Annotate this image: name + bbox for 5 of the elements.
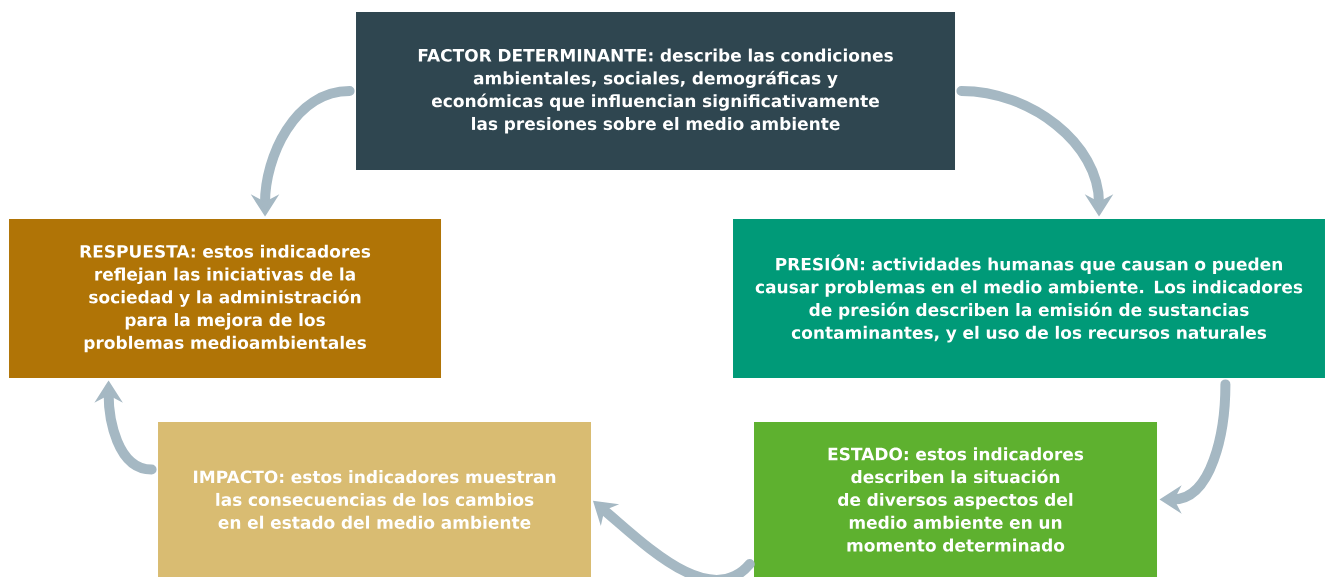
text-box: RESPUESTA: estos indicadores reflejan las iniciativas de la sociedad y la administración para la mejora de los problemas medioambientales — [9, 219, 441, 378]
text-box: ESTADO: estos indicadores describen la situación de diversos aspectos del medio ambiente en un momento determinado — [754, 422, 1157, 577]
text-box: IMPACTO: estos indicadores muestran las consecuencias de los cambios en el estado del medio ambiente — [158, 422, 591, 577]
text-box: PRESIÓN: actividades humanas que causan o pueden causar problemas en el medio ambiente. Los indicadores de presión describen la emisión de sustancias contaminantes, y el uso de los recursos naturales — [733, 219, 1325, 378]
text-box: FACTOR DETERMINANTE: describe las condiciones ambientales, sociales, demográficas y económicas que influencian significativamente las presiones sobre el medio ambiente — [356, 12, 955, 170]
